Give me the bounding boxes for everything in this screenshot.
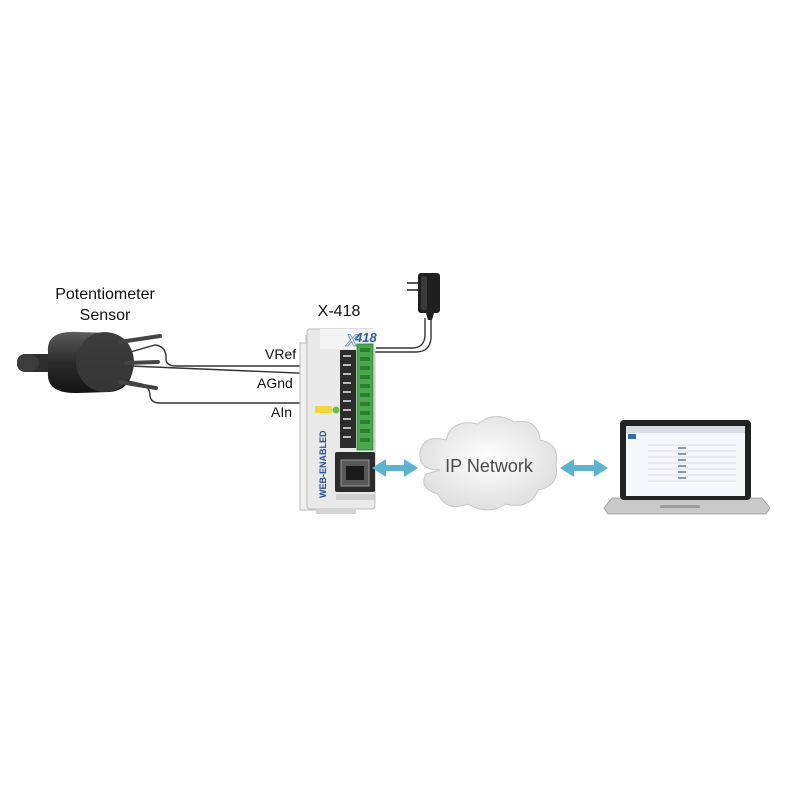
double-arrow-icon-2	[560, 459, 608, 477]
cloud-icon	[419, 416, 558, 511]
power-cable-2	[366, 318, 432, 353]
wire-label-vref: VRef	[265, 346, 297, 362]
laptop-screen-table	[648, 444, 736, 482]
sensor-title-line2: Sensor	[79, 307, 131, 324]
double-arrow-icon	[372, 459, 418, 477]
power-cable	[366, 318, 426, 349]
terminal-labels	[343, 355, 351, 438]
network-label: IP Network	[445, 456, 533, 476]
sensor-title-line1: Potentiometer	[55, 286, 155, 303]
potentiometer-icon	[17, 331, 162, 394]
device-logo: 418	[355, 330, 377, 345]
io-module-icon: X	[299, 328, 376, 514]
laptop-icon	[603, 420, 771, 515]
wire-vref	[126, 344, 368, 367]
device-title: X-418	[317, 303, 361, 320]
sensor-title: Potentiometer Sensor	[30, 284, 180, 326]
terminal-screws	[360, 348, 370, 442]
svg-text:X: X	[345, 331, 359, 350]
device-side-text: WEB-ENABLED	[318, 430, 328, 499]
wire-label-agnd: AGnd	[257, 375, 293, 391]
wire-label-ain: AIn	[271, 404, 293, 420]
power-adapter-icon	[407, 273, 440, 320]
